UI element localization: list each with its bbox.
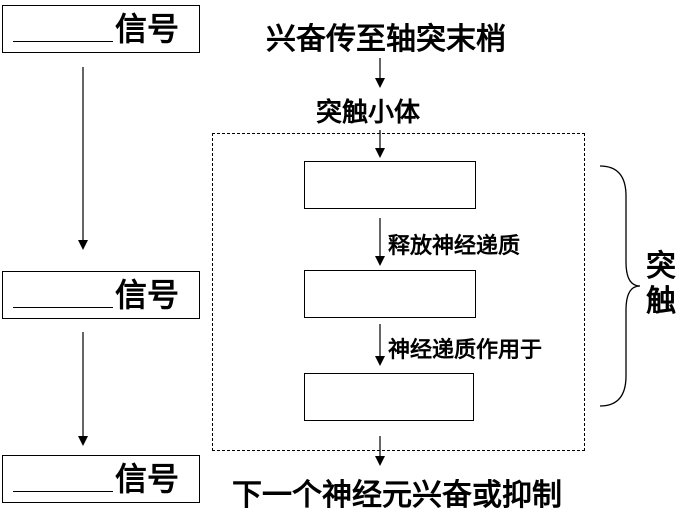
signal-blank-2 — [13, 283, 113, 308]
signal-box-1: 信号 — [2, 5, 200, 53]
step-label-release: 释放神经递质 — [388, 234, 521, 259]
synapse-brace — [599, 165, 641, 407]
synapse-label: 突 触 — [646, 249, 676, 319]
blank-box-2 — [304, 270, 476, 318]
synapse-label-char-1: 突 — [646, 249, 676, 284]
blank-box-3 — [304, 373, 474, 421]
signal-label-2: 信号 — [115, 276, 180, 314]
signal-blank-1 — [13, 17, 113, 42]
signal-box-2: 信号 — [2, 271, 200, 319]
step-label-act-on: 神经递质作用于 — [388, 338, 543, 363]
flow-second-title: 突触小体 — [316, 98, 421, 128]
signal-label-1: 信号 — [115, 10, 180, 48]
flow-top-title: 兴奋传至轴突末梢 — [266, 22, 506, 57]
signal-label-3: 信号 — [115, 460, 180, 498]
blank-box-1 — [304, 161, 476, 209]
synapse-label-char-2: 触 — [646, 283, 676, 319]
flow-bottom-title: 下一个神经元兴奋或抑制 — [232, 478, 562, 513]
synapse-region — [212, 133, 585, 451]
signal-blank-3 — [13, 467, 113, 492]
signal-box-3: 信号 — [2, 455, 200, 503]
